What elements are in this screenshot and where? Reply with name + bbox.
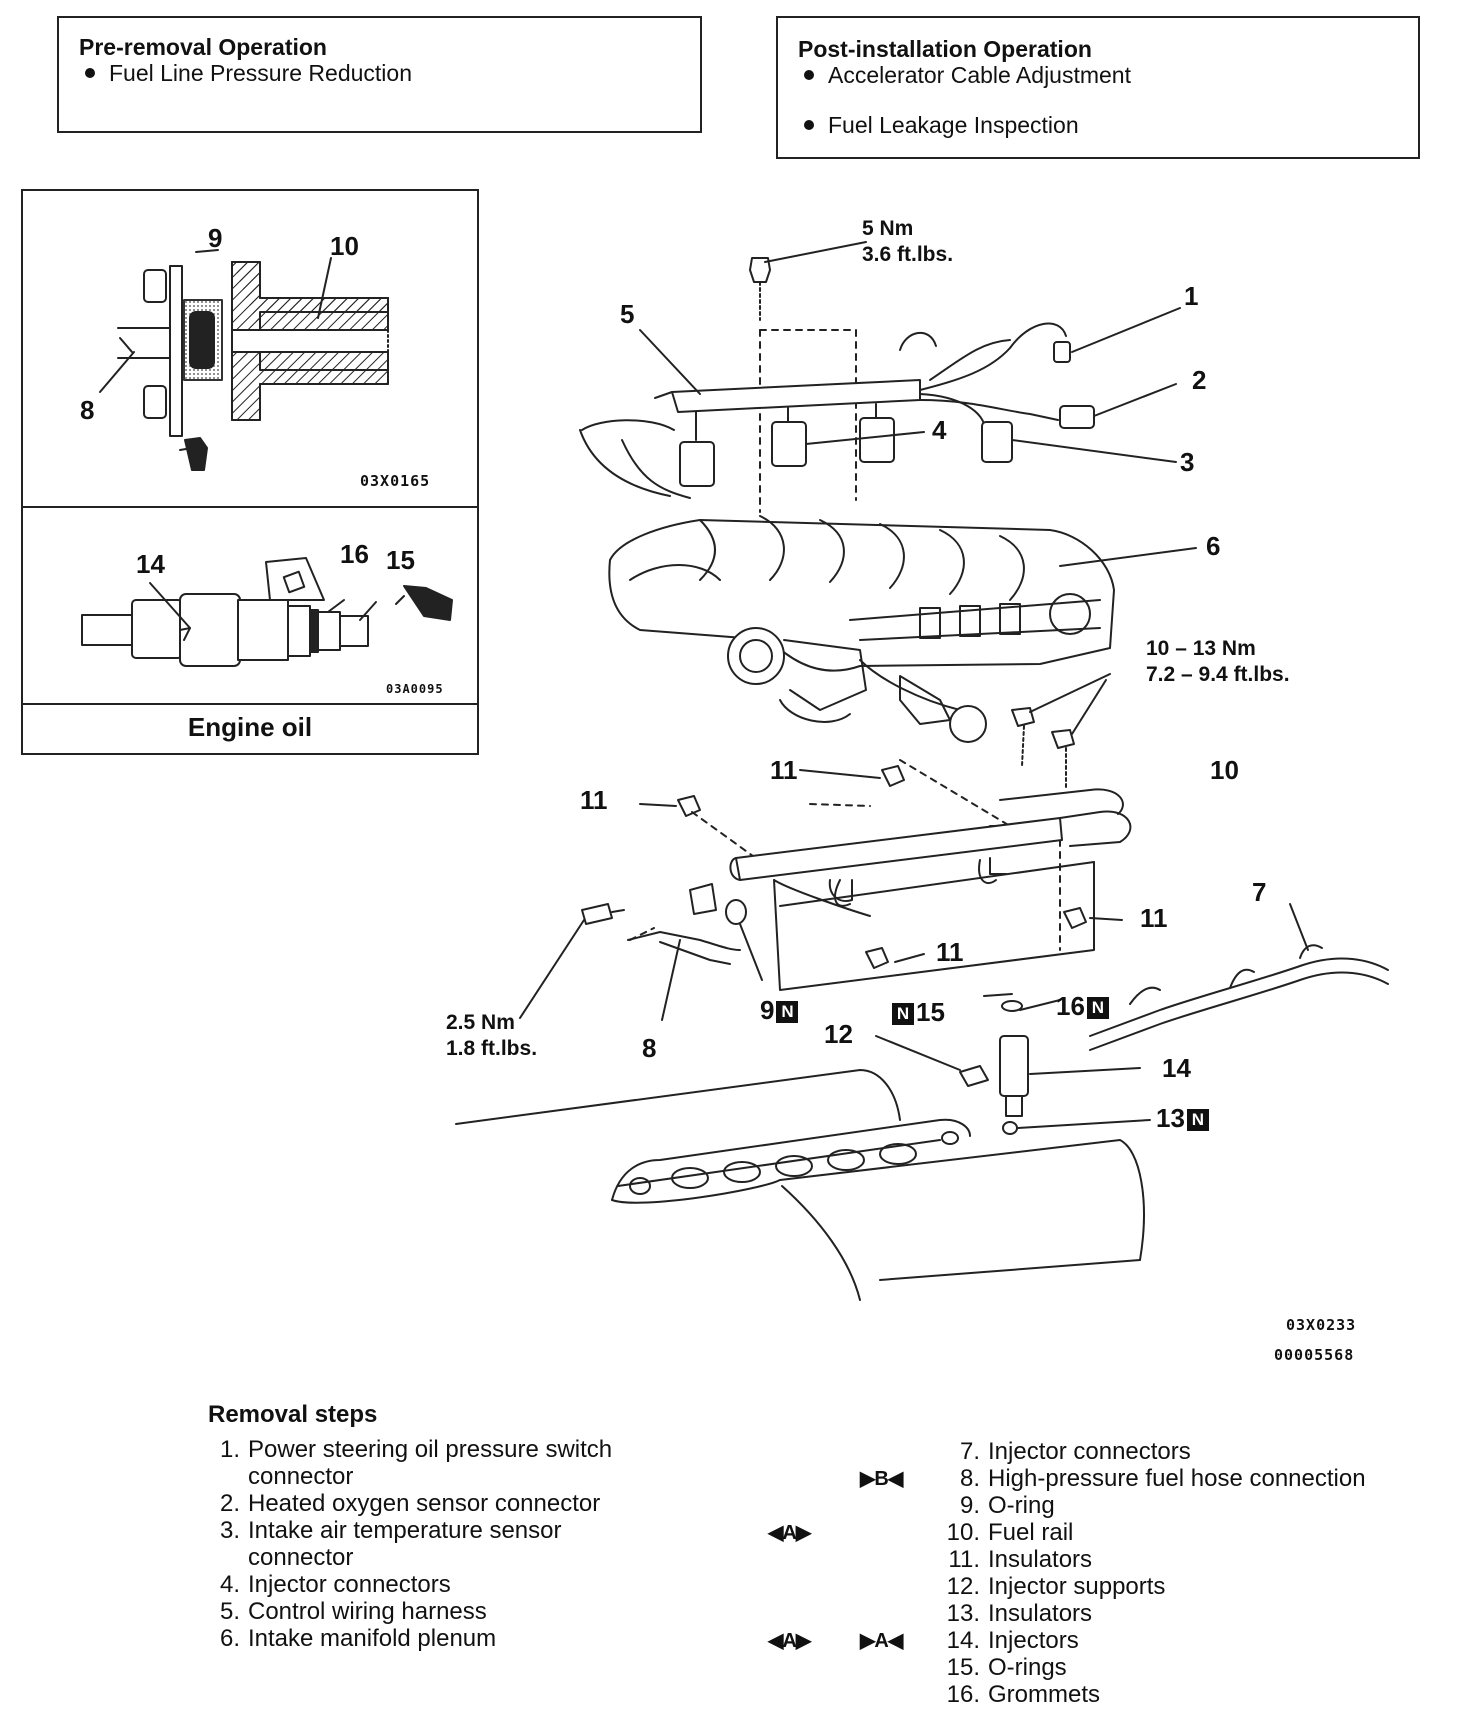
callout-7: 7: [1252, 877, 1267, 907]
removal-step: 8.High-pressure fuel hose connection: [959, 1465, 1366, 1492]
removal-step: 15.O-rings: [946, 1654, 1067, 1681]
figure-code: 00005568: [1274, 1346, 1355, 1364]
removal-step: 6.Intake manifold plenum: [219, 1625, 497, 1652]
post-installation-item: Fuel Leakage Inspection: [798, 112, 1398, 138]
callout-1: 1: [1184, 281, 1199, 311]
removal-step-continued: connector: [248, 1544, 354, 1571]
removal-step: 4.Injector connectors: [219, 1571, 451, 1598]
removal-step: 3.Intake air temperature sensor: [219, 1517, 562, 1544]
torque-spec-rail: 10 – 13 Nm 7.2 – 9.4 ft.lbs.: [1146, 637, 1290, 686]
injector-inset-drawing: [81, 557, 453, 667]
inset-divider: [21, 703, 479, 705]
removal-steps-title: Removal steps: [208, 1401, 378, 1428]
callout-12: 12: [824, 1019, 853, 1049]
callout-4: 4: [932, 415, 947, 445]
removal-step: 14.Injectors: [946, 1627, 1079, 1654]
callout-11: 11: [580, 785, 608, 815]
inset-label-10: 10: [330, 231, 359, 261]
inset-label-9: 9: [208, 223, 223, 253]
removal-step: 2.Heated oxygen sensor connector: [219, 1490, 601, 1517]
callout-11: 11: [1140, 903, 1168, 933]
callout-10: 10: [1210, 755, 1239, 785]
bullet-icon: [804, 120, 814, 130]
removal-step: 16.Grommets: [946, 1681, 1101, 1708]
removal-step: 1.Power steering oil pressure switch: [219, 1436, 613, 1463]
bullet-icon: [85, 68, 95, 78]
callout-14: 14: [1162, 1053, 1191, 1083]
post-installation-box: Post-installation Operation Accelerator …: [776, 16, 1420, 159]
callout-8: 8: [642, 1033, 657, 1063]
service-mark-a-install: ▶A◀: [860, 1630, 903, 1652]
torque-spec-top: 5 Nm 3.6 ft.lbs.: [862, 217, 954, 266]
inset-label-8: 8: [80, 395, 95, 425]
inset-divider: [21, 506, 479, 508]
torque-spec-hose: 2.5 Nm 1.8 ft.lbs.: [446, 1011, 538, 1060]
post-installation-title: Post-installation Operation: [798, 36, 1092, 62]
service-mark-a: ◀A▶: [768, 1522, 811, 1544]
callout-2: 2: [1192, 365, 1207, 395]
main-drawing: [455, 241, 1389, 1301]
callout-11: 11: [936, 937, 964, 967]
service-mark-a: ◀A▶: [768, 1630, 811, 1652]
inset-label-15: 15: [386, 545, 415, 575]
pre-removal-title: Pre-removal Operation: [79, 34, 327, 60]
removal-step: 11.Insulators: [948, 1546, 1093, 1573]
removal-step: 5.Control wiring harness: [219, 1598, 487, 1625]
callout-3: 3: [1180, 447, 1195, 477]
inset-top-code: 03X0165: [360, 472, 431, 490]
callout-6: 6: [1206, 531, 1221, 561]
engine-oil-caption: Engine oil: [187, 712, 313, 742]
removal-step: 7.Injector connectors: [959, 1438, 1191, 1465]
callout-5: 5: [620, 299, 635, 329]
inset-label-16: 16: [340, 539, 369, 569]
inset-label-14: 14: [136, 549, 165, 579]
removal-step: 13.Insulators: [946, 1600, 1093, 1627]
pre-removal-item: Fuel Line Pressure Reduction: [79, 60, 680, 86]
drawing-code: 03X0233: [1286, 1316, 1357, 1334]
service-mark-b: ▶B◀: [860, 1468, 903, 1490]
removal-step: 12.Injector supports: [946, 1573, 1166, 1600]
oring-section-drawing: [99, 249, 389, 471]
callout-11: 11: [770, 755, 798, 785]
removal-step: 10.Fuel rail: [946, 1519, 1074, 1546]
removal-step-continued: connector: [248, 1463, 354, 1490]
post-installation-item: Accelerator Cable Adjustment: [798, 62, 1398, 88]
inset-bottom-code: 03A0095: [386, 682, 444, 696]
pre-removal-box: Pre-removal Operation Fuel Line Pressure…: [57, 16, 702, 133]
bullet-icon: [804, 70, 814, 80]
removal-step: 9.O-ring: [959, 1492, 1055, 1519]
